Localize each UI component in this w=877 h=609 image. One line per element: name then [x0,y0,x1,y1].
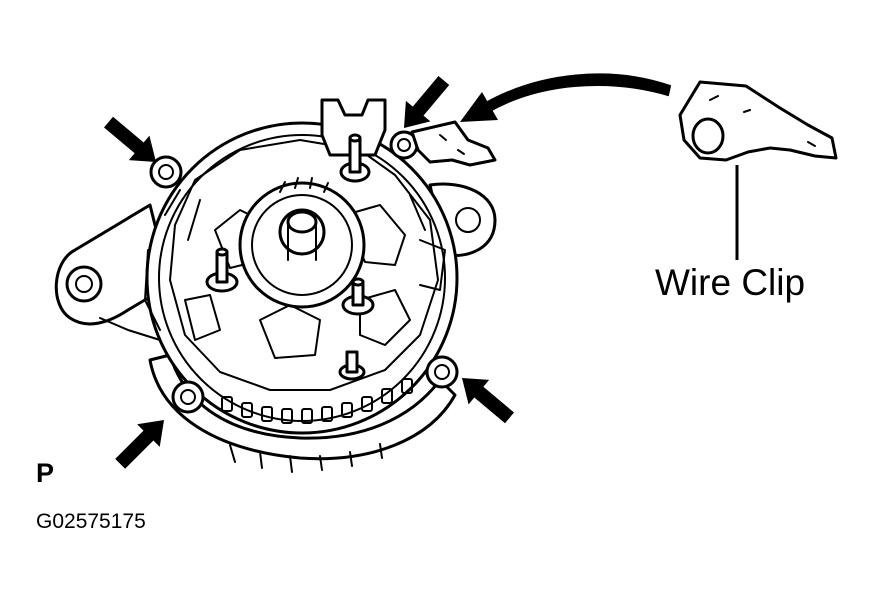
vent-slots [221,378,413,424]
arrow-lower-left-icon [115,420,164,469]
figure-code: G02575175 [36,510,146,533]
curved-indicator-arrow [460,73,672,122]
nut-upper-left [149,155,183,189]
panel-letter: P [36,458,55,488]
brush-holder [320,98,387,157]
terminal-stud-lower [338,350,366,381]
arrow-upper-left-icon [104,116,156,162]
rotor-shaft [238,177,366,309]
arrow-lower-right-icon [462,378,514,424]
terminal-stud-upper [339,133,371,183]
rear-housing [148,353,457,473]
nut-lower-right [425,355,459,389]
terminal-stud-right [341,277,375,316]
pointer-arrows [104,76,514,469]
installed-wire-clip [410,120,497,167]
terminal-stud-left [205,247,239,293]
arrow-upper-right-icon [404,76,450,128]
wire-clip-detail [678,80,838,162]
mounting-ear [54,203,172,341]
wire-clip-label: Wire Clip [655,262,806,303]
terminal-studs [205,133,375,381]
nut-lower-left [171,380,205,414]
cover-nuts [149,130,459,414]
